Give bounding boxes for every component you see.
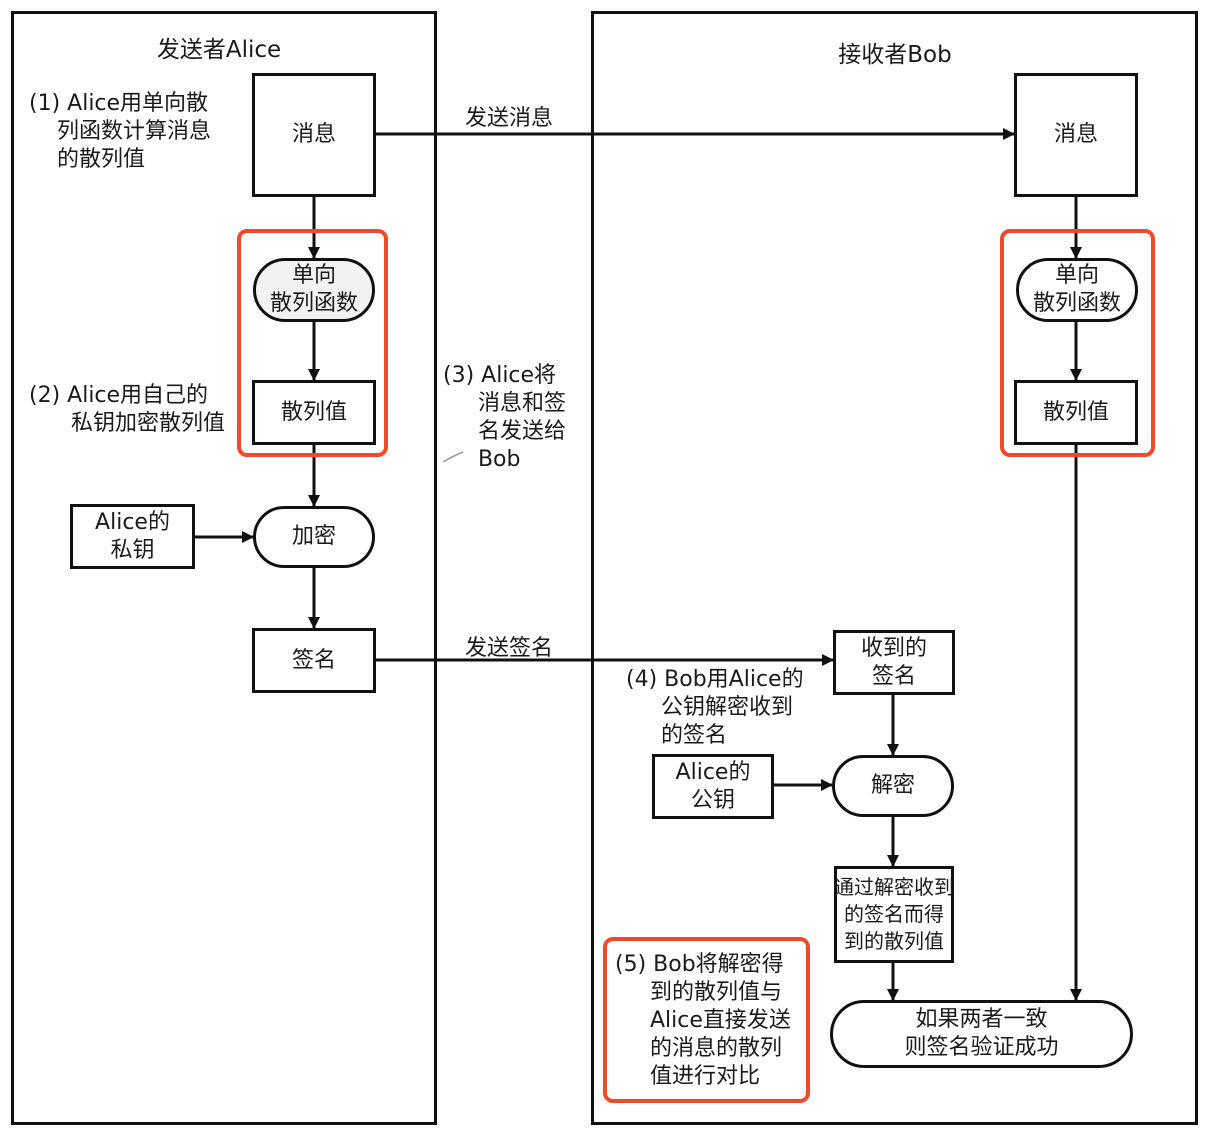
step4-note: (4) Bob用Alice的 公钥解密收到 的签名 [626,667,804,748]
sender-hash-value-box: 散列值 [252,380,376,445]
sender-hash-highlight [237,229,388,457]
receiver-lane-title: 接收者Bob [838,42,952,68]
stray-mark [442,451,464,463]
sender-lane [11,11,437,1125]
step3-note: (3) Alice将 消息和签 名发送给 Bob [443,363,566,472]
decrypt-process: 解密 [832,755,954,817]
verification-result: 如果两者一致 则签名验证成功 [830,1000,1133,1068]
alice-private-key-box: Alice的 私钥 [70,504,195,569]
step1-note: (1) Alice用单向散 列函数计算消息 的散列值 [29,91,211,172]
receiver-hash-value-box: 散列值 [1014,380,1138,445]
receiver-hash-function: 单向 散列函数 [1016,258,1138,322]
receiver-hash-highlight [1000,229,1155,457]
step2-note: (2) Alice用自己的 私钥加密散列值 [29,383,225,436]
send-signature-label: 发送签名 [465,636,554,661]
sender-hash-function: 单向 散列函数 [253,258,375,322]
alice-public-key-box: Alice的 公钥 [652,754,774,819]
signature-box: 签名 [252,628,376,693]
receiver-lane [591,11,1198,1125]
received-signature-box: 收到的 签名 [833,630,955,695]
sender-lane-title: 发送者Alice [156,37,282,63]
decrypted-hash-value-box: 通过解密收到 的签名而得 到的散列值 [834,866,954,963]
encrypt-process: 加密 [253,506,375,568]
receiver-message-box: 消息 [1014,73,1138,197]
send-message-label: 发送消息 [465,106,554,131]
step5-highlight [603,937,810,1103]
step5-note: (5) Bob将解密得 到的散列值与 Alice直接发送 的消息的散列 值进行对… [615,952,791,1089]
sender-message-box: 消息 [252,73,376,197]
